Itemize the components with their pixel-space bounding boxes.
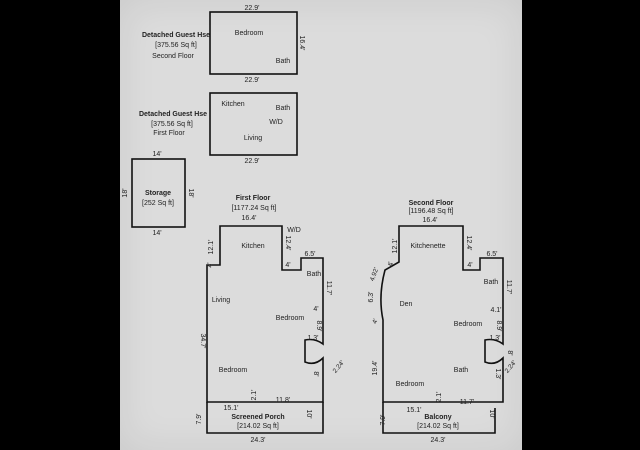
ff-dim-224: 2.24' xyxy=(332,359,346,374)
guest2-bath-label: Bath xyxy=(276,58,291,65)
ff-dim-79: 7.9' xyxy=(196,413,203,424)
storage-title: Storage xyxy=(145,190,171,197)
sf-dim-13b: 1.3' xyxy=(494,368,501,379)
sf-bath1-label: Bath xyxy=(484,279,499,286)
sf-dim-4: 4' xyxy=(371,318,379,325)
ff-porch-title: Screened Porch xyxy=(231,414,284,421)
sf-kitchenette-label: Kitchenette xyxy=(410,243,445,250)
ff-area: [1177.24 Sq ft] xyxy=(231,205,276,212)
guest1-outline xyxy=(209,92,298,156)
storage-dim-bottom: 14' xyxy=(152,230,161,237)
ff-dim-243: 24.3' xyxy=(251,437,266,444)
sf-dim-243: 24.3' xyxy=(431,437,446,444)
ff-bath-label: Bath xyxy=(307,271,322,278)
floor-plan-sheet xyxy=(120,0,522,450)
sf-area: [1196.48 Sq ft] xyxy=(408,208,453,215)
guest1-title: Detached Guest Hse xyxy=(139,111,207,118)
guest1-floor: First Floor xyxy=(153,130,185,137)
guest1-living-label: Living xyxy=(244,135,262,142)
ff-dim-10: 10' xyxy=(305,409,312,418)
storage-dim-right: 18' xyxy=(187,188,194,197)
guest-house-second-floor: Detached Guest Hse [375.56 Sq ft] Second… xyxy=(142,5,305,84)
storage-dim-left: 18' xyxy=(122,188,129,197)
sf-dim-4a: 4' xyxy=(388,261,395,266)
guest2-title: Detached Guest Hse xyxy=(142,32,210,39)
ff-dim-4a: 4' xyxy=(207,262,214,267)
guest2-area: [375.56 Sq ft] xyxy=(155,42,197,49)
sf-dim-121: 12.1' xyxy=(392,239,399,254)
sf-bath2-label: Bath xyxy=(454,367,469,374)
main-first-floor: First Floor [1177.24 Sq ft] 16.4' 12.1' … xyxy=(196,195,346,444)
ff-bedroom2-label: Bedroom xyxy=(219,367,248,374)
sf-balcony-area: [214.02 Sq ft] xyxy=(417,423,459,430)
ff-dim-124: 12.4' xyxy=(284,236,291,251)
ff-porch-outline xyxy=(206,402,324,434)
sf-dim-13a: 1.3' xyxy=(489,335,500,342)
sf-den-label: Den xyxy=(400,301,413,308)
ff-dim-4c: 4' xyxy=(313,306,318,313)
guest1-kitchen-label: Kitchen xyxy=(221,101,244,108)
storage-building: 14' 18' 18' Storage [252 Sq ft] 14' xyxy=(122,151,194,237)
sf-bedroom2-label: Bedroom xyxy=(396,381,425,388)
guest1-area: [375.56 Sq ft] xyxy=(151,121,193,128)
sf-dim-65: 6.5' xyxy=(486,251,497,258)
guest1-bath-label: Bath xyxy=(276,105,291,112)
sf-dim-63: 6.3' xyxy=(368,291,375,302)
guest2-bedroom-label: Bedroom xyxy=(235,30,264,37)
guest-house-first-floor: Detached Guest Hse [375.56 Sq ft] First … xyxy=(139,92,298,165)
storage-outline xyxy=(131,158,186,228)
ff-dim-151: 15.1' xyxy=(224,405,239,412)
ff-dim-89: 8.9' xyxy=(315,320,322,331)
ff-porch-area: [214.02 Sq ft] xyxy=(237,423,279,430)
ff-wd-label: W/D xyxy=(287,227,301,234)
sf-dim-117: 11.7' xyxy=(505,280,512,294)
sf-balcony-title: Balcony xyxy=(424,414,451,421)
sf-dim-151: 15.1' xyxy=(407,407,422,414)
sf-dim-89: 8.9' xyxy=(495,320,502,331)
sf-dim-4b: 4' xyxy=(467,262,472,269)
ff-dim-118: 11.8' xyxy=(276,397,290,404)
guest1-dim-bottom: 22.9' xyxy=(245,158,260,165)
sf-dim-top: 16.4' xyxy=(423,217,438,224)
sf-dim-10: 10' xyxy=(488,409,495,418)
sf-balcony-outline xyxy=(382,402,496,434)
guest2-dim-right: 16.4' xyxy=(298,36,305,51)
sf-dim-194: 19.4' xyxy=(372,361,379,376)
guest2-dim-top: 22.9' xyxy=(245,5,260,12)
guest2-floor: Second Floor xyxy=(152,53,194,60)
ff-dim-117: 11.7' xyxy=(325,281,332,295)
ff-outline xyxy=(206,225,324,403)
storage-dim-top: 14' xyxy=(152,151,161,158)
sf-outline xyxy=(380,225,504,403)
guest2-dim-bottom: 22.9' xyxy=(245,77,260,84)
ff-dim-65: 6.5' xyxy=(304,251,315,258)
sf-dim-41: 4.1' xyxy=(490,307,501,314)
sf-dim-8: 8' xyxy=(506,350,513,355)
ff-dim-8: 8' xyxy=(312,371,319,376)
sf-dim-79: 7.9' xyxy=(380,414,387,425)
sf-dim-117b: 11.7' xyxy=(460,399,474,406)
ff-dim-21: 2.1' xyxy=(251,389,258,400)
sf-dim-492: 4.92' xyxy=(369,267,380,282)
sf-bedroom1-label: Bedroom xyxy=(454,321,483,328)
guest1-wd-label: W/D xyxy=(269,119,283,126)
sf-dim-21: 2.1' xyxy=(436,391,443,402)
storage-area: [252 Sq ft] xyxy=(142,200,174,207)
ff-dim-4b: 4' xyxy=(285,262,290,269)
main-second-floor: Second Floor [1196.48 Sq ft] 16.4' 12.1'… xyxy=(368,200,518,444)
ff-living-label: Living xyxy=(212,297,230,304)
ff-title: First Floor xyxy=(236,195,271,202)
sf-dim-124: 12.4' xyxy=(465,236,472,251)
ff-bedroom1-label: Bedroom xyxy=(276,315,305,322)
sf-title: Second Floor xyxy=(409,200,454,207)
ff-dim-121: 12.1' xyxy=(208,240,215,255)
ff-dim-top: 16.4' xyxy=(242,215,257,222)
guest2-outline xyxy=(209,11,298,75)
sf-dim-224: 2.24' xyxy=(504,359,518,374)
ff-kitchen-label: Kitchen xyxy=(241,243,264,250)
ff-dim-347: 34.7' xyxy=(199,334,206,349)
ff-dim-13: 1.3' xyxy=(307,335,318,342)
